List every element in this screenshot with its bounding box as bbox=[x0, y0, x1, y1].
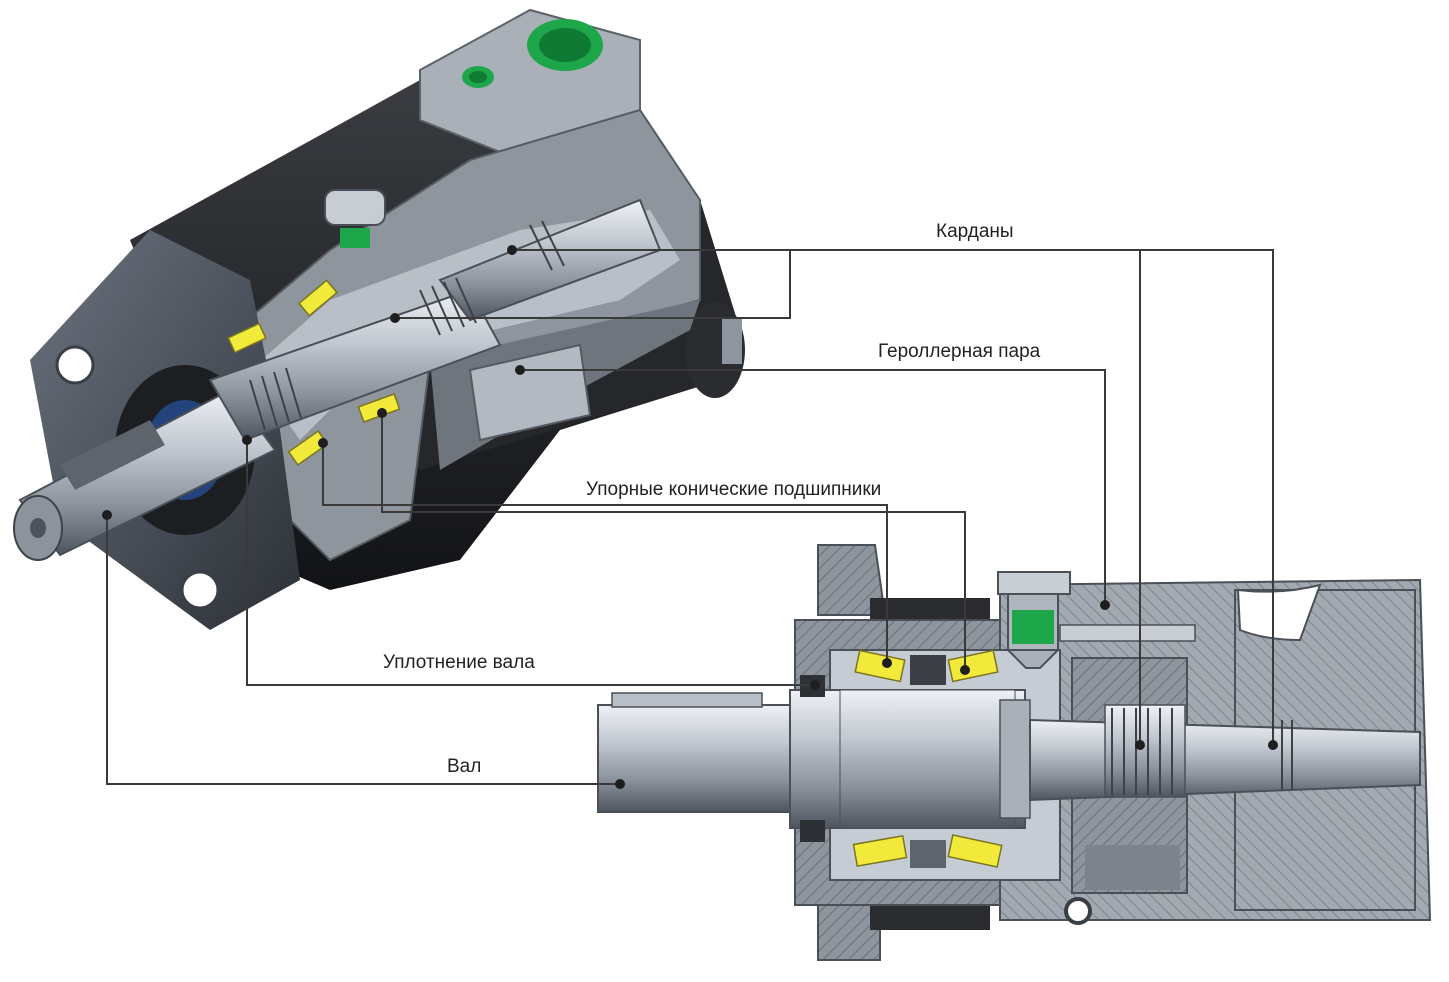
leader-dot bbox=[377, 408, 387, 418]
label-shaft-seal: Уплотнение вала bbox=[380, 652, 538, 674]
label-gerotor-pair: Героллерная пара bbox=[875, 341, 1044, 363]
leader-shaft bbox=[106, 515, 620, 785]
leader-dot bbox=[615, 779, 625, 789]
leader-dot bbox=[810, 680, 820, 690]
label-cardans: Карданы bbox=[933, 221, 1017, 243]
leader-dot bbox=[1135, 740, 1145, 750]
leader-dot bbox=[507, 245, 517, 255]
leader-dot bbox=[242, 435, 252, 445]
leader-bearings-b bbox=[381, 413, 966, 670]
leader-seal bbox=[246, 440, 815, 686]
leader-cardans-lower bbox=[395, 250, 791, 319]
leader-dot bbox=[960, 665, 970, 675]
leader-dot bbox=[882, 658, 892, 668]
leader-dot bbox=[1100, 600, 1110, 610]
leader-dot bbox=[515, 365, 525, 375]
leader-dot bbox=[318, 438, 328, 448]
leader-dot bbox=[390, 313, 400, 323]
leader-dots bbox=[102, 245, 1278, 789]
leader-dot bbox=[102, 510, 112, 520]
leader-dot bbox=[1268, 740, 1278, 750]
label-thrust-bearings: Упорные конические подшипники bbox=[583, 479, 885, 501]
leader-cardans-upper bbox=[512, 249, 1274, 745]
hydraulic-motor-section-illustration bbox=[597, 544, 1432, 961]
hydraulic-motor-cutaway-illustration bbox=[13, 8, 745, 630]
label-shaft: Вал bbox=[444, 756, 485, 778]
leader-bearings-a bbox=[322, 443, 888, 663]
leader-gerotor bbox=[520, 369, 1106, 605]
leader-lines bbox=[106, 249, 1274, 785]
